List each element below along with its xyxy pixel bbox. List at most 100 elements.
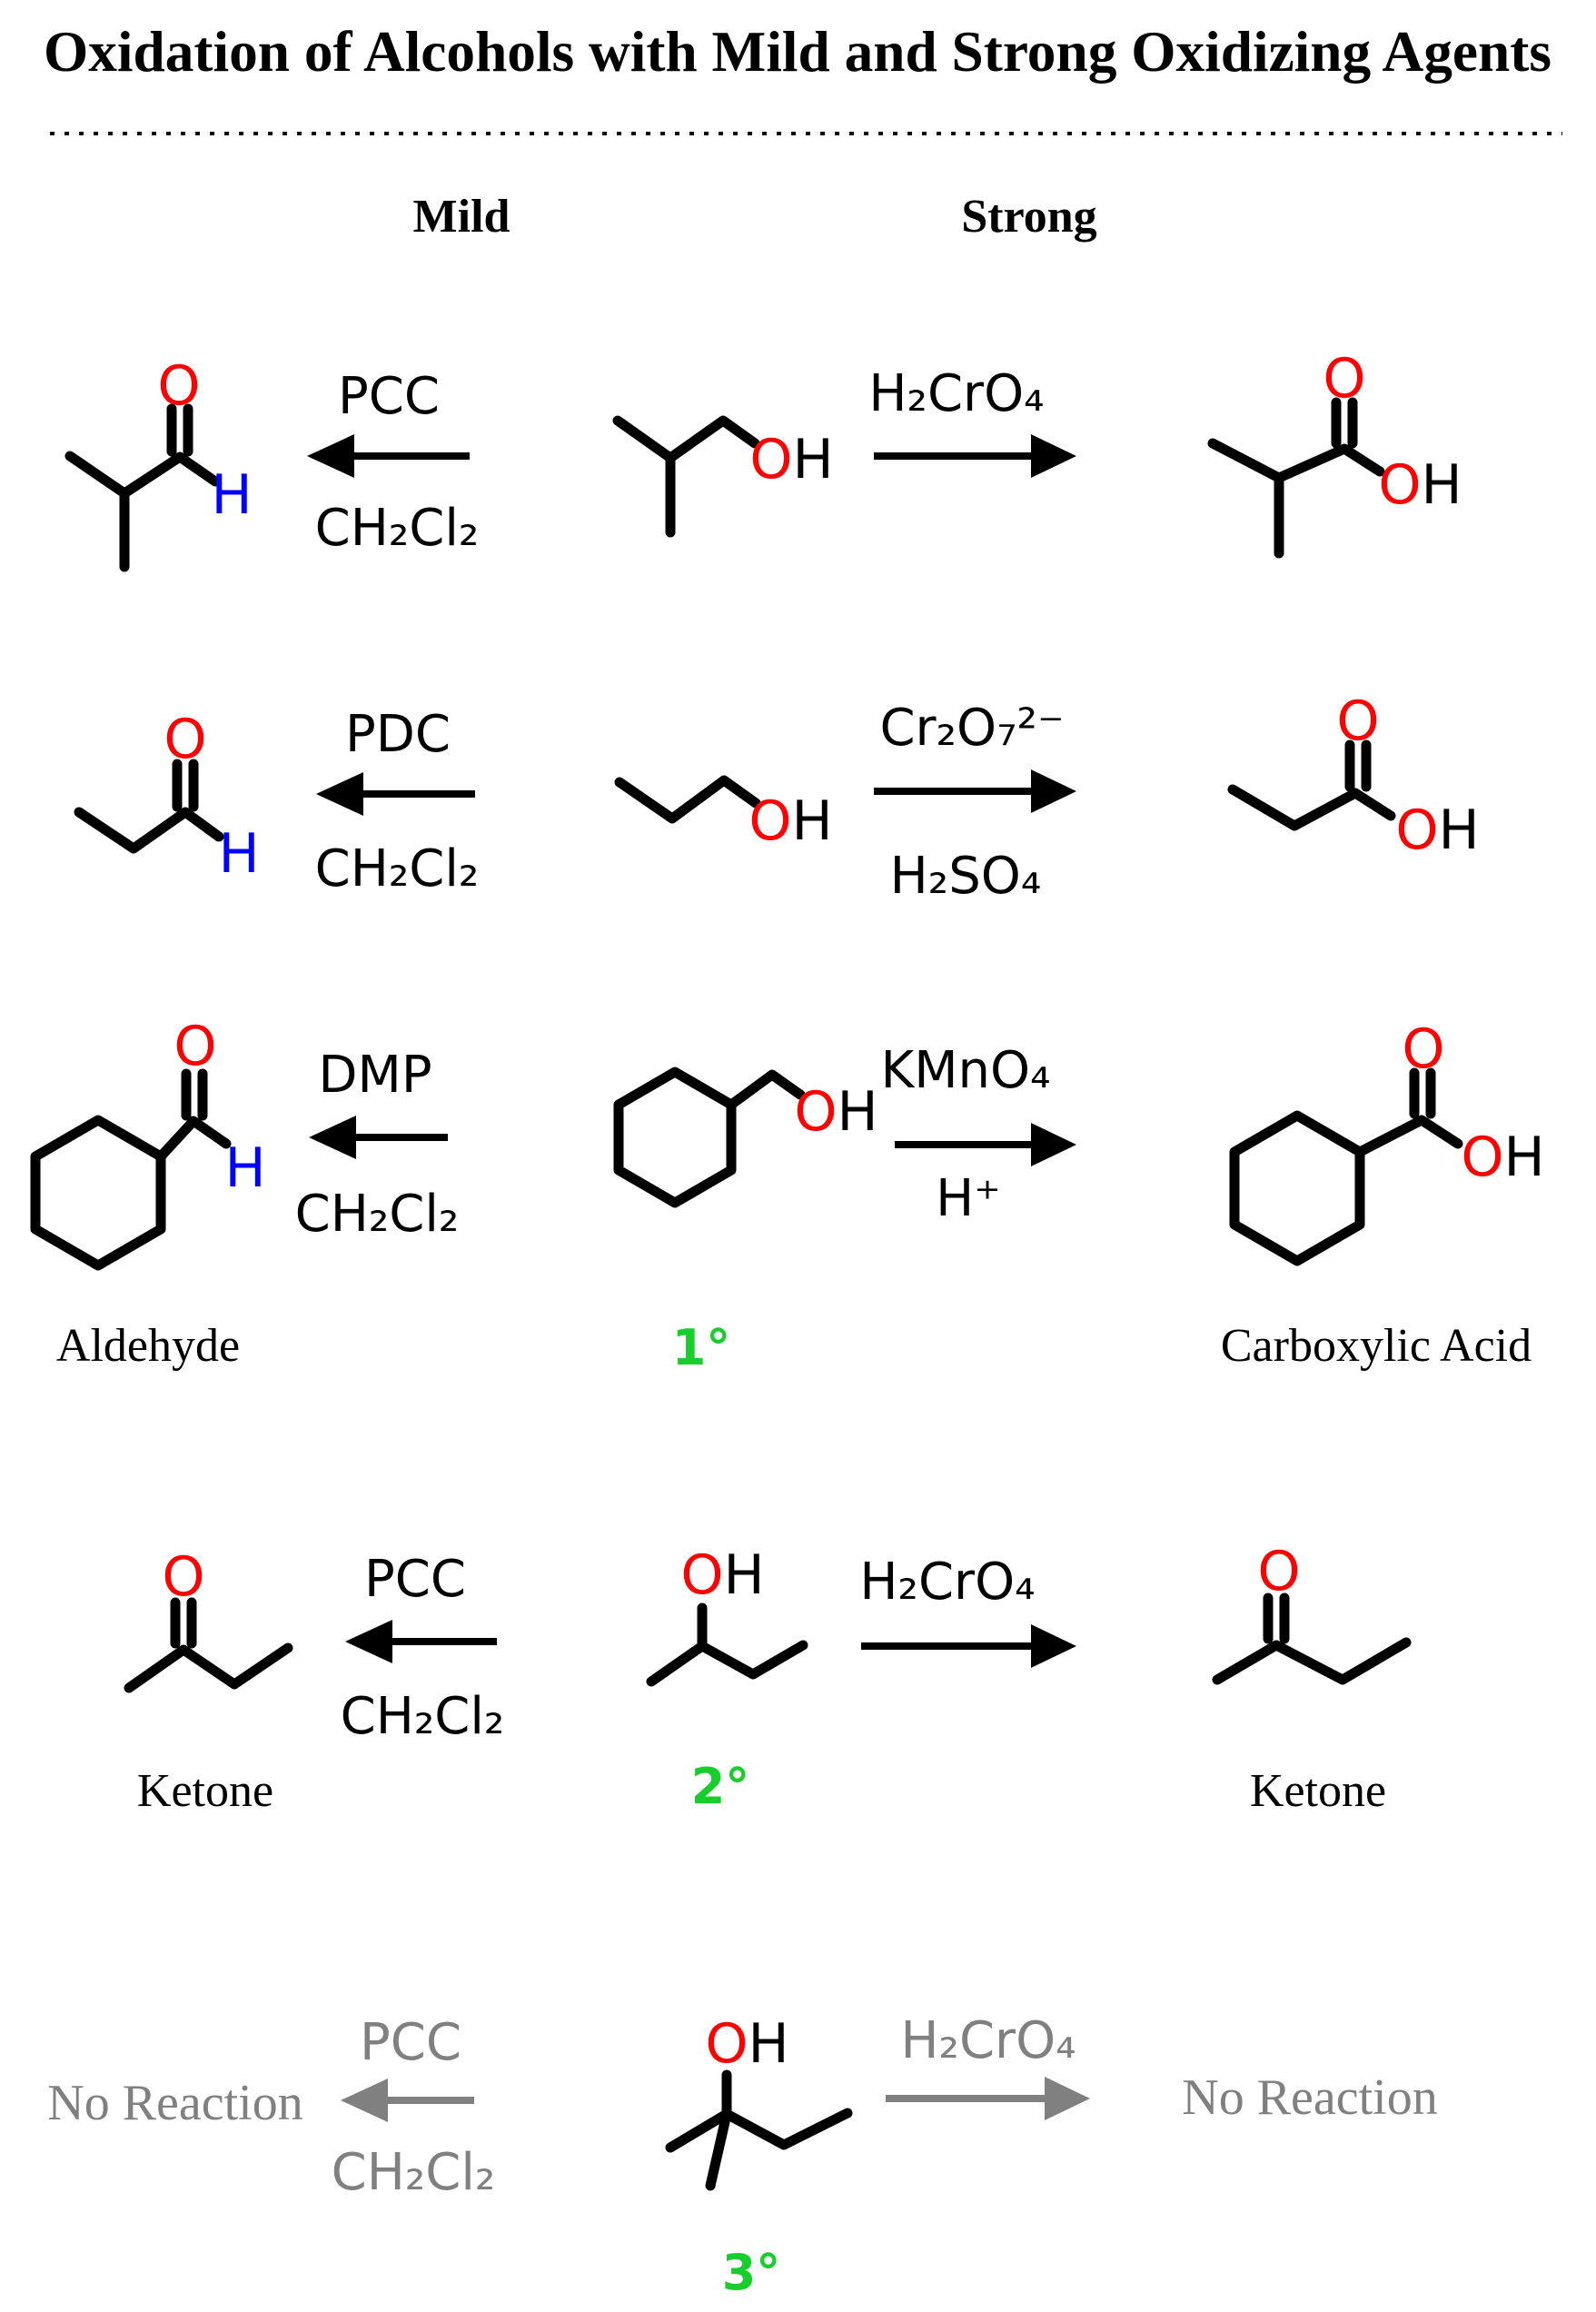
mild-reagent-label: PCC [360,2013,461,2072]
structure-2-butanol: O H [646,1543,808,1687]
hydroxyl-oxygen-atom: O [1395,799,1438,862]
cyclohexane-ring [30,1115,166,1271]
oxygen-atom: O [157,354,200,418]
bond-lines [1212,1637,1412,1685]
cyclohexane-ring [1229,1110,1365,1266]
oxygen-atom: O [680,1543,723,1607]
secondary-class-label: 2° [691,1758,750,1815]
mild-arrow-row-5 [341,2079,474,2122]
strong-reagent-label: Cr₂O₇²⁻ [879,699,1064,758]
strong-solvent-label: H₂SO₄ [890,847,1042,906]
ketone-product-label: Ketone [1250,1765,1386,1817]
structure-isobutanol: O H [612,415,834,538]
carboxylic-acid-product-label: Carboxylic Acid [1221,1320,1532,1372]
bond-lines [124,1642,293,1693]
oxygen-atom: O [162,1545,204,1609]
oxygen-atom: O [164,708,206,771]
strong-arrow-row-2 [874,769,1076,813]
mild-arrow-row-4 [345,1620,497,1663]
no-reaction-mild-label: No Reaction [47,2075,302,2131]
ketone-product-label: Ketone [137,1765,273,1817]
structure-butanone-left: O [124,1545,293,1693]
aldehyde-hydrogen-atom: H [224,1136,265,1200]
column-header-strong: Strong [961,191,1096,243]
hydroxyl-oxygen-atom: O [1461,1126,1503,1189]
oxygen-atom: O [1257,1540,1300,1603]
arrow-head-icon [1031,1123,1076,1166]
strong-arrow-row-5 [886,2077,1090,2120]
strong-arrow-row-4 [861,1624,1076,1668]
strong-solvent-label: H⁺ [936,1169,1001,1228]
mild-reagent-label: PDC [345,705,451,764]
aldehyde-hydrogen-atom: H [218,822,259,886]
double-bond [172,759,199,812]
mild-arrow-row-1 [307,434,470,478]
double-bond [1263,1593,1290,1644]
oxygen-atom: O [1323,347,1365,411]
reaction-row-2: O H PDC CH₂Cl₂ O H Cr₂O₇²⁻ H₂SO₄ O O H [74,690,1480,906]
strong-reagent-label: KMnO₄ [880,1041,1050,1100]
mild-solvent-label: CH₂Cl₂ [315,839,480,898]
mild-solvent-label: CH₂Cl₂ [295,1185,460,1244]
bond-lines [646,1603,808,1687]
strong-reagent-label: H₂CrO₄ [859,1553,1035,1612]
hydroxyl-hydrogen-atom: H [1438,799,1479,862]
double-bond [170,1597,197,1649]
structure-propanal: O H [74,708,260,886]
cyclohexane-ring [613,1067,737,1208]
reaction-row-3: O H Aldehyde DMP CH₂Cl₂ O H 1° KMnO₄ H⁺ … [30,1015,1545,1376]
primary-class-label: 1° [672,1319,731,1376]
hydroxyl-oxygen-atom: O [1378,453,1421,517]
structure-isobutyric-acid: O O H [1207,347,1462,559]
arrow-head-icon [341,2079,388,2122]
arrow-head-icon [316,772,363,816]
structure-2-methyl-2-butanol: O H [665,2012,853,2191]
arrow-head-icon [1045,2077,1090,2120]
arrow-head-icon [345,1620,392,1663]
oxygen-atom: O [794,1080,837,1144]
mild-solvent-label: CH₂Cl₂ [341,1687,505,1746]
no-reaction-strong-label: No Reaction [1182,2069,1437,2126]
reaction-row-5: No Reaction PCC CH₂Cl₂ O H 3° H₂CrO₄ No … [47,2011,1437,2301]
oxygen-atom: O [749,428,792,491]
bond-lines [614,775,761,824]
tertiary-class-label: 3° [722,2244,781,2301]
mild-reagent-label: PCC [364,1550,466,1609]
structure-propanol: O H [614,775,833,853]
structure-butanone-right: O [1212,1540,1412,1685]
strong-arrow-row-1 [874,434,1076,478]
aldehyde-hydrogen-atom: H [211,463,252,527]
bond-lines [612,415,760,538]
bond-lines [155,1116,232,1162]
arrow-head-icon [1031,434,1076,478]
structure-cyclohexanecarboxylic-acid: O O H [1229,1017,1545,1266]
hydroxyl-hydrogen-atom: H [837,1080,877,1144]
structure-isobutyraldehyde: O H [64,354,253,572]
mild-reagent-label: DMP [318,1046,431,1105]
oxygen-atom: O [1336,690,1379,753]
mild-arrow-row-2 [316,772,475,816]
bond-lines [726,1069,806,1110]
reaction-row-1: O H PCC CH₂Cl₂ O H H₂CrO₄ O O H [64,347,1462,572]
double-bond [181,1068,208,1121]
mild-solvent-label: CH₂Cl₂ [332,2143,496,2202]
bond-lines [1354,1115,1463,1157]
bond-lines [64,451,221,572]
column-header-mild: Mild [413,191,511,243]
bond-lines [1207,438,1385,559]
mild-arrow-row-3 [309,1116,448,1159]
strong-reagent-label: H₂CrO₄ [868,364,1044,423]
aldehyde-product-label: Aldehyde [56,1320,240,1372]
oxygen-atom: O [705,2012,748,2076]
hydroxyl-hydrogen-atom: H [1503,1126,1544,1189]
hydroxyl-hydrogen-atom: H [748,2012,788,2076]
reaction-row-4: O Ketone PCC CH₂Cl₂ O H 2° H₂CrO₄ O Keto… [124,1540,1412,1817]
double-bond [1331,397,1358,449]
double-bond [166,403,193,457]
hydroxyl-hydrogen-atom: H [723,1543,764,1607]
mild-solvent-label: CH₂Cl₂ [315,499,480,558]
bond-lines [1227,784,1396,831]
hydroxyl-hydrogen-atom: H [792,428,833,491]
